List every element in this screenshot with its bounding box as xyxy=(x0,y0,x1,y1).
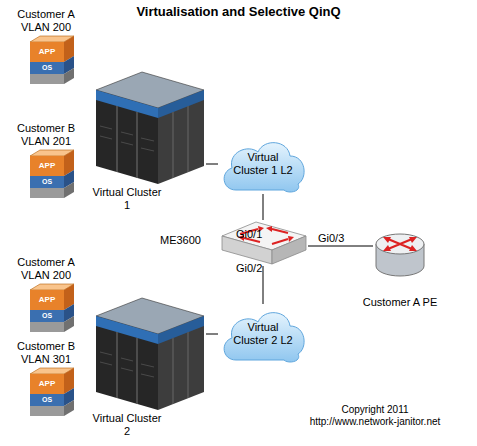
node-label: Customer B VLAN 201 xyxy=(8,122,84,148)
node-label: ME3600 xyxy=(160,234,218,247)
graphic-part xyxy=(64,182,74,198)
graphic-part xyxy=(222,236,272,264)
graphic-part xyxy=(30,156,64,176)
icon-layer-label: APP xyxy=(30,47,64,56)
graphic-part xyxy=(224,313,304,362)
virtual-machine-icon: Customer A VLAN 200APP OS xyxy=(8,256,84,334)
virtual-machine-icon: Customer B VLAN 201APP OS xyxy=(8,122,84,200)
network-link xyxy=(263,194,264,220)
graphic-part xyxy=(30,322,64,332)
virtual-machine-icon: Customer A VLAN 200APP OS xyxy=(8,8,84,86)
network-link xyxy=(206,164,218,165)
graphic-part xyxy=(409,245,417,251)
graphic-part xyxy=(224,143,304,192)
server-cluster: Virtual Cluster 1 xyxy=(88,56,206,212)
icon-layer-label: APP xyxy=(30,295,64,304)
graphic-part xyxy=(30,188,64,198)
graphic-part xyxy=(30,310,64,322)
node-label: Virtual Cluster 2 xyxy=(92,412,162,438)
graphic-part xyxy=(383,237,391,243)
network-link xyxy=(263,266,264,304)
graphic-part xyxy=(272,236,306,264)
graphic-part xyxy=(30,406,64,416)
port-label: Gi0/3 xyxy=(318,232,344,245)
node-label: Customer B VLAN 301 xyxy=(8,340,84,366)
graphic-part xyxy=(96,90,158,184)
graphic-part xyxy=(64,316,74,332)
graphic-part xyxy=(64,68,74,84)
icon-layer-label: APP xyxy=(30,161,64,170)
graphic-part xyxy=(96,316,158,410)
virtual-machine-icon: Customer B VLAN 301APP OS xyxy=(8,340,84,418)
node-label: Virtual Cluster 2 L2 xyxy=(229,321,297,347)
network-link xyxy=(206,334,218,335)
graphic-part xyxy=(30,74,64,84)
network-cloud: Virtual Cluster 2 L2 xyxy=(218,304,308,364)
graphic-part xyxy=(30,290,64,310)
graphic-part xyxy=(30,176,64,188)
graphic-part xyxy=(64,400,74,416)
graphic-part xyxy=(96,316,158,344)
node-label: Customer A PE xyxy=(361,296,439,309)
graphic-part xyxy=(117,332,188,404)
icon-layer-label: OS xyxy=(30,396,64,404)
graphic-part xyxy=(376,234,424,254)
graphic-part xyxy=(30,374,64,394)
network-cloud: Virtual Cluster 1 L2 xyxy=(218,134,308,194)
node-label: Customer A VLAN 200 xyxy=(8,8,84,34)
graphic-part xyxy=(409,237,417,243)
graphic-part xyxy=(383,245,391,251)
graphic-part xyxy=(100,126,154,151)
port-label: Gi0/2 xyxy=(236,262,262,275)
node-label: Customer A VLAN 200 xyxy=(8,256,84,282)
network-switch: ME3600 xyxy=(160,220,308,266)
graphic-part xyxy=(30,42,64,62)
graphic-part xyxy=(158,90,204,118)
graphic-part xyxy=(288,236,294,242)
copyright-note: Copyright 2011 http://www.network-janito… xyxy=(300,404,450,428)
graphic-part xyxy=(158,316,204,344)
graphic-part xyxy=(158,316,204,410)
node-label: Virtual Cluster 1 xyxy=(92,186,162,212)
icon-layer-label: OS xyxy=(30,178,64,186)
icon-layer-label: OS xyxy=(30,64,64,72)
graphic-part xyxy=(388,239,412,249)
graphic-part xyxy=(100,352,154,377)
icon-layer-label: APP xyxy=(30,379,64,388)
graphic-part xyxy=(117,106,188,178)
server-cluster: Virtual Cluster 2 xyxy=(88,282,206,438)
router-icon: Customer A PE xyxy=(373,226,427,322)
port-label: Gi0/1 xyxy=(236,228,262,241)
node-label: Virtual Cluster 1 L2 xyxy=(229,151,297,177)
icon-layer-label: OS xyxy=(30,312,64,320)
graphic-part xyxy=(266,226,272,232)
network-link xyxy=(308,246,373,247)
graphic-part xyxy=(30,62,64,74)
graphic-part xyxy=(96,90,158,118)
graphic-part xyxy=(30,394,64,406)
graphic-part xyxy=(158,90,204,184)
